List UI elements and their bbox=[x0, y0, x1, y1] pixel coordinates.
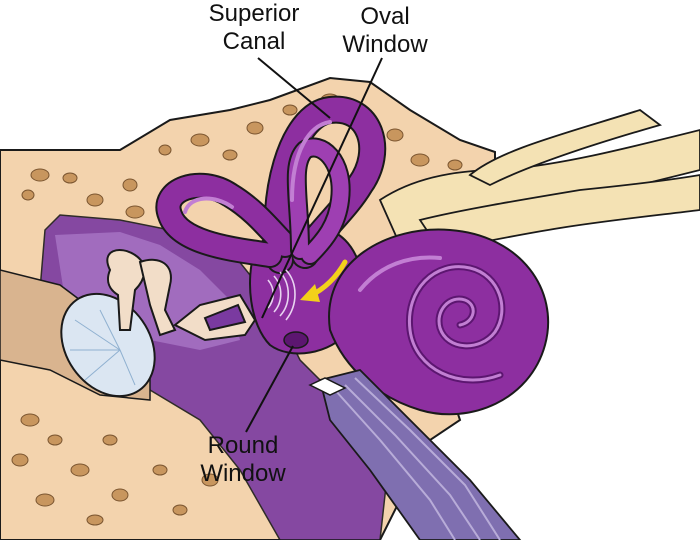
cochlear-nerve bbox=[318, 369, 522, 540]
oval-window-leader bbox=[261, 57, 383, 319]
round-window-label-line1: Round bbox=[207, 432, 279, 459]
cochlea bbox=[328, 228, 550, 416]
yellow-curved-arrow-icon bbox=[300, 259, 348, 302]
nerve-fibers bbox=[334, 377, 501, 540]
superior-canal-label: Superior Canal bbox=[196, 0, 312, 56]
white-nerve-segment bbox=[308, 377, 347, 396]
round-window-label: Round Window bbox=[188, 432, 298, 488]
malleus bbox=[106, 249, 146, 331]
canal-highlights bbox=[183, 120, 332, 214]
round-window-label-line2: Window bbox=[200, 460, 286, 487]
superior-canal-leader bbox=[257, 57, 331, 119]
oval-window-label: Oval Window bbox=[330, 3, 440, 59]
oval-window-label-line1: Oval bbox=[360, 3, 410, 30]
superior-canal-label-line2: Canal bbox=[222, 28, 286, 55]
round-window-leader bbox=[245, 345, 294, 433]
ossicles bbox=[106, 249, 257, 342]
round-window bbox=[283, 331, 309, 349]
oval-window-label-line2: Window bbox=[342, 31, 428, 58]
incus bbox=[138, 258, 177, 337]
semicircular-canals bbox=[155, 95, 387, 274]
eardrum-striations bbox=[70, 309, 136, 386]
superior-canal-label-line1: Superior bbox=[208, 0, 300, 27]
nerve-bundles bbox=[378, 109, 700, 251]
